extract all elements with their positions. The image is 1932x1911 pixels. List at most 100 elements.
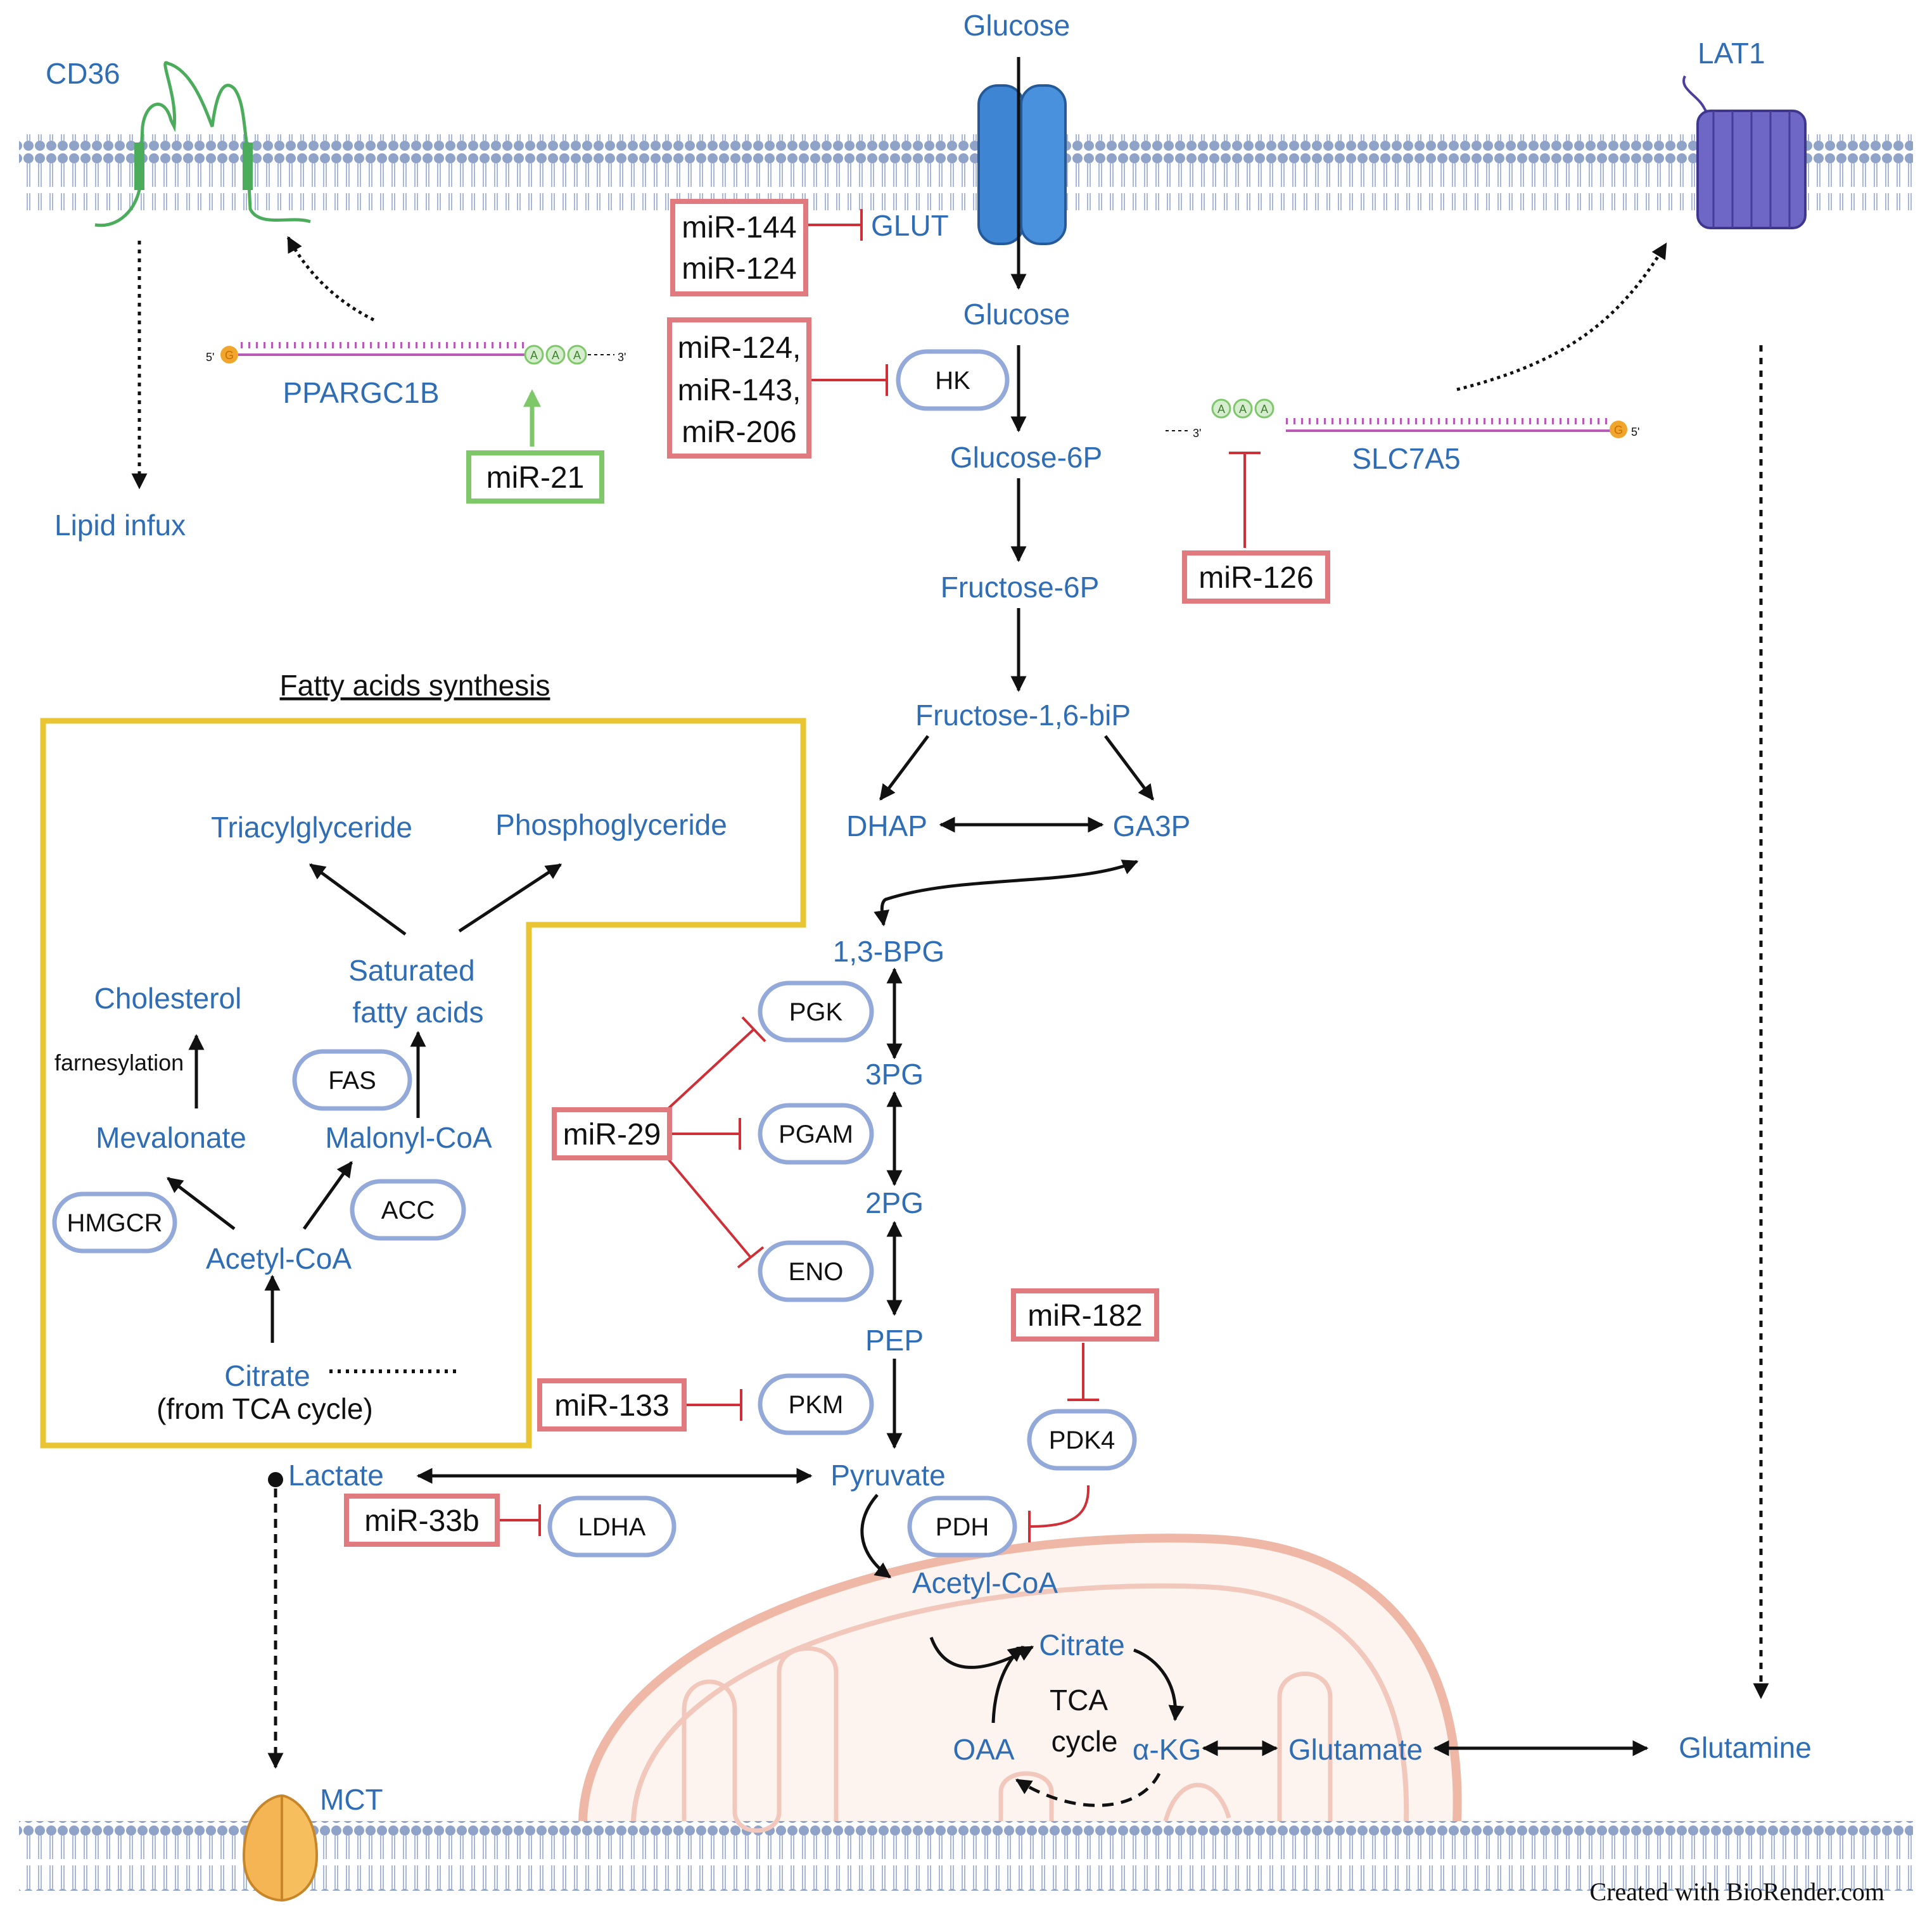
label-malonyl-coa: Malonyl-CoA <box>325 1121 492 1154</box>
label-glutamate: Glutamate <box>1288 1733 1423 1766</box>
label-mevalonate: Mevalonate <box>96 1121 246 1154</box>
biorender-credit: Created with BioRender.com <box>1590 1877 1884 1906</box>
slc-a2: A <box>1239 403 1247 416</box>
label-mir144: miR-144 <box>682 211 796 244</box>
enzyme-pill-hk <box>896 349 1010 411</box>
cd36-receptor-icon <box>94 61 311 227</box>
fatty-acid-box <box>40 718 806 1449</box>
label-mir124-hk: miR-124, <box>678 331 801 365</box>
label-acetyl-coa-mito: Acetyl-CoA <box>912 1566 1058 1599</box>
mirna-box-mir21 <box>466 450 604 504</box>
enzyme-pill-pgam <box>758 1103 874 1165</box>
mirna-box-glut <box>670 199 808 296</box>
mirna-box-hk <box>667 317 811 459</box>
pparg-a3: A <box>573 349 581 362</box>
label-fatty-acids: fatty acids <box>352 996 483 1029</box>
label-pgam: PGAM <box>779 1121 853 1148</box>
enzyme-pill-ldha <box>547 1495 677 1558</box>
slc-a1: A <box>1217 403 1225 416</box>
label-hk: HK <box>935 367 970 395</box>
label-citrate-note: (from TCA cycle) <box>156 1392 373 1425</box>
label-mir182: miR-182 <box>1027 1299 1142 1333</box>
label-hmgcr: HMGCR <box>67 1209 162 1237</box>
label-pyruvate: Pyruvate <box>830 1459 946 1492</box>
label-saturated: Saturated <box>348 954 474 987</box>
label-mir133: miR-133 <box>554 1389 669 1423</box>
label-mir124-glut: miR-124 <box>682 252 796 286</box>
label-cycle: cycle <box>1052 1725 1118 1758</box>
enzyme-pill-fas <box>292 1049 412 1111</box>
label-2pg: 2PG <box>865 1186 924 1219</box>
pparg-5prime: 5' <box>206 351 214 364</box>
label-acc: ACC <box>381 1197 435 1224</box>
label-oaa: OAA <box>953 1733 1014 1766</box>
mirna-box-mir33b <box>344 1494 500 1547</box>
label-glutamine: Glutamine <box>1679 1731 1812 1764</box>
label-citrate-mito: Citrate <box>1039 1628 1124 1661</box>
label-glucose-6p: Glucose-6P <box>950 441 1102 474</box>
pparg-a1: A <box>530 349 538 362</box>
label-pgk: PGK <box>789 998 843 1026</box>
mirna-box-mir126 <box>1182 550 1330 604</box>
plasma-membrane-top <box>19 134 1913 210</box>
label-pdh: PDH <box>936 1513 989 1541</box>
inhibition-lines <box>497 209 1261 1542</box>
label-triacylglyceride: Triacylglyceride <box>211 811 412 844</box>
label-pkm: PKM <box>789 1391 844 1419</box>
pparg-mrna-icon <box>220 342 614 365</box>
label-mct: MCT <box>320 1783 383 1816</box>
pparg-cap: G <box>225 349 234 362</box>
label-mir21: miR-21 <box>486 461 585 495</box>
label-lipid-influx: Lipid infux <box>54 509 186 542</box>
label-13bpg: 1,3-BPG <box>833 935 944 968</box>
label-acetyl-coa-cyto: Acetyl-CoA <box>206 1242 352 1275</box>
label-fructose-6p: Fructose-6P <box>941 571 1100 604</box>
slc-a3: A <box>1261 403 1268 416</box>
label-3pg: 3PG <box>865 1058 924 1091</box>
lat1-transporter-icon <box>1682 75 1807 229</box>
slc7a5-mrna-icon <box>1166 398 1627 438</box>
label-slc7a5: SLC7A5 <box>1352 442 1460 475</box>
mirna-box-mir133 <box>537 1378 687 1432</box>
slc-5prime: 5' <box>1631 426 1639 438</box>
enzyme-pill-eno <box>758 1240 874 1302</box>
enzyme-pill-acc <box>350 1179 466 1241</box>
label-eno: ENO <box>789 1258 844 1286</box>
enzyme-pill-pdh <box>907 1495 1017 1558</box>
glut-transporter-icon <box>977 84 1067 245</box>
mirna-box-mir182 <box>1011 1288 1159 1342</box>
label-citrate-cyto: Citrate <box>224 1359 310 1392</box>
pathway-arrows <box>131 57 1769 1807</box>
label-akg: α-KG <box>1133 1733 1201 1766</box>
label-lactate: Lactate <box>288 1459 384 1492</box>
slc-3prime: 3' <box>1193 427 1201 440</box>
label-glucose-in: Glucose <box>963 298 1071 331</box>
label-fructose-16bp: Fructose-1,6-biP <box>915 699 1131 732</box>
pparg-3prime: 3' <box>618 351 626 364</box>
plasma-membrane-bottom <box>19 1821 1913 1891</box>
mct-transporter-icon <box>242 1794 319 1902</box>
label-cholesterol: Cholesterol <box>94 982 242 1015</box>
label-farnesylation: farnesylation <box>54 1050 184 1076</box>
label-lat1: LAT1 <box>1698 37 1765 70</box>
enzyme-pill-pdk4 <box>1027 1409 1137 1471</box>
label-mir33b: miR-33b <box>364 1504 479 1538</box>
label-mir143: miR-143, <box>678 374 801 407</box>
label-phosphoglyceride: Phosphoglyceride <box>495 808 727 841</box>
pparg-a2: A <box>552 349 559 362</box>
label-cd36: CD36 <box>46 57 120 90</box>
enzyme-pill-pgk <box>758 981 874 1043</box>
label-mir126: miR-126 <box>1198 561 1313 595</box>
label-dhap: DHAP <box>846 809 927 842</box>
enzyme-pill-pkm <box>758 1373 874 1435</box>
enzyme-pill-hmgcr <box>52 1191 177 1254</box>
slc-cap: G <box>1614 424 1623 436</box>
label-glucose-out: Glucose <box>963 9 1071 42</box>
label-pparg: PPARGC1B <box>283 376 439 409</box>
label-pdk4: PDK4 <box>1049 1426 1115 1454</box>
fatty-acid-section-title: Fatty acids synthesis <box>280 669 550 702</box>
label-mir29: miR-29 <box>563 1118 661 1152</box>
label-mir206: miR-206 <box>682 416 796 449</box>
label-tca: TCA <box>1050 1684 1108 1717</box>
